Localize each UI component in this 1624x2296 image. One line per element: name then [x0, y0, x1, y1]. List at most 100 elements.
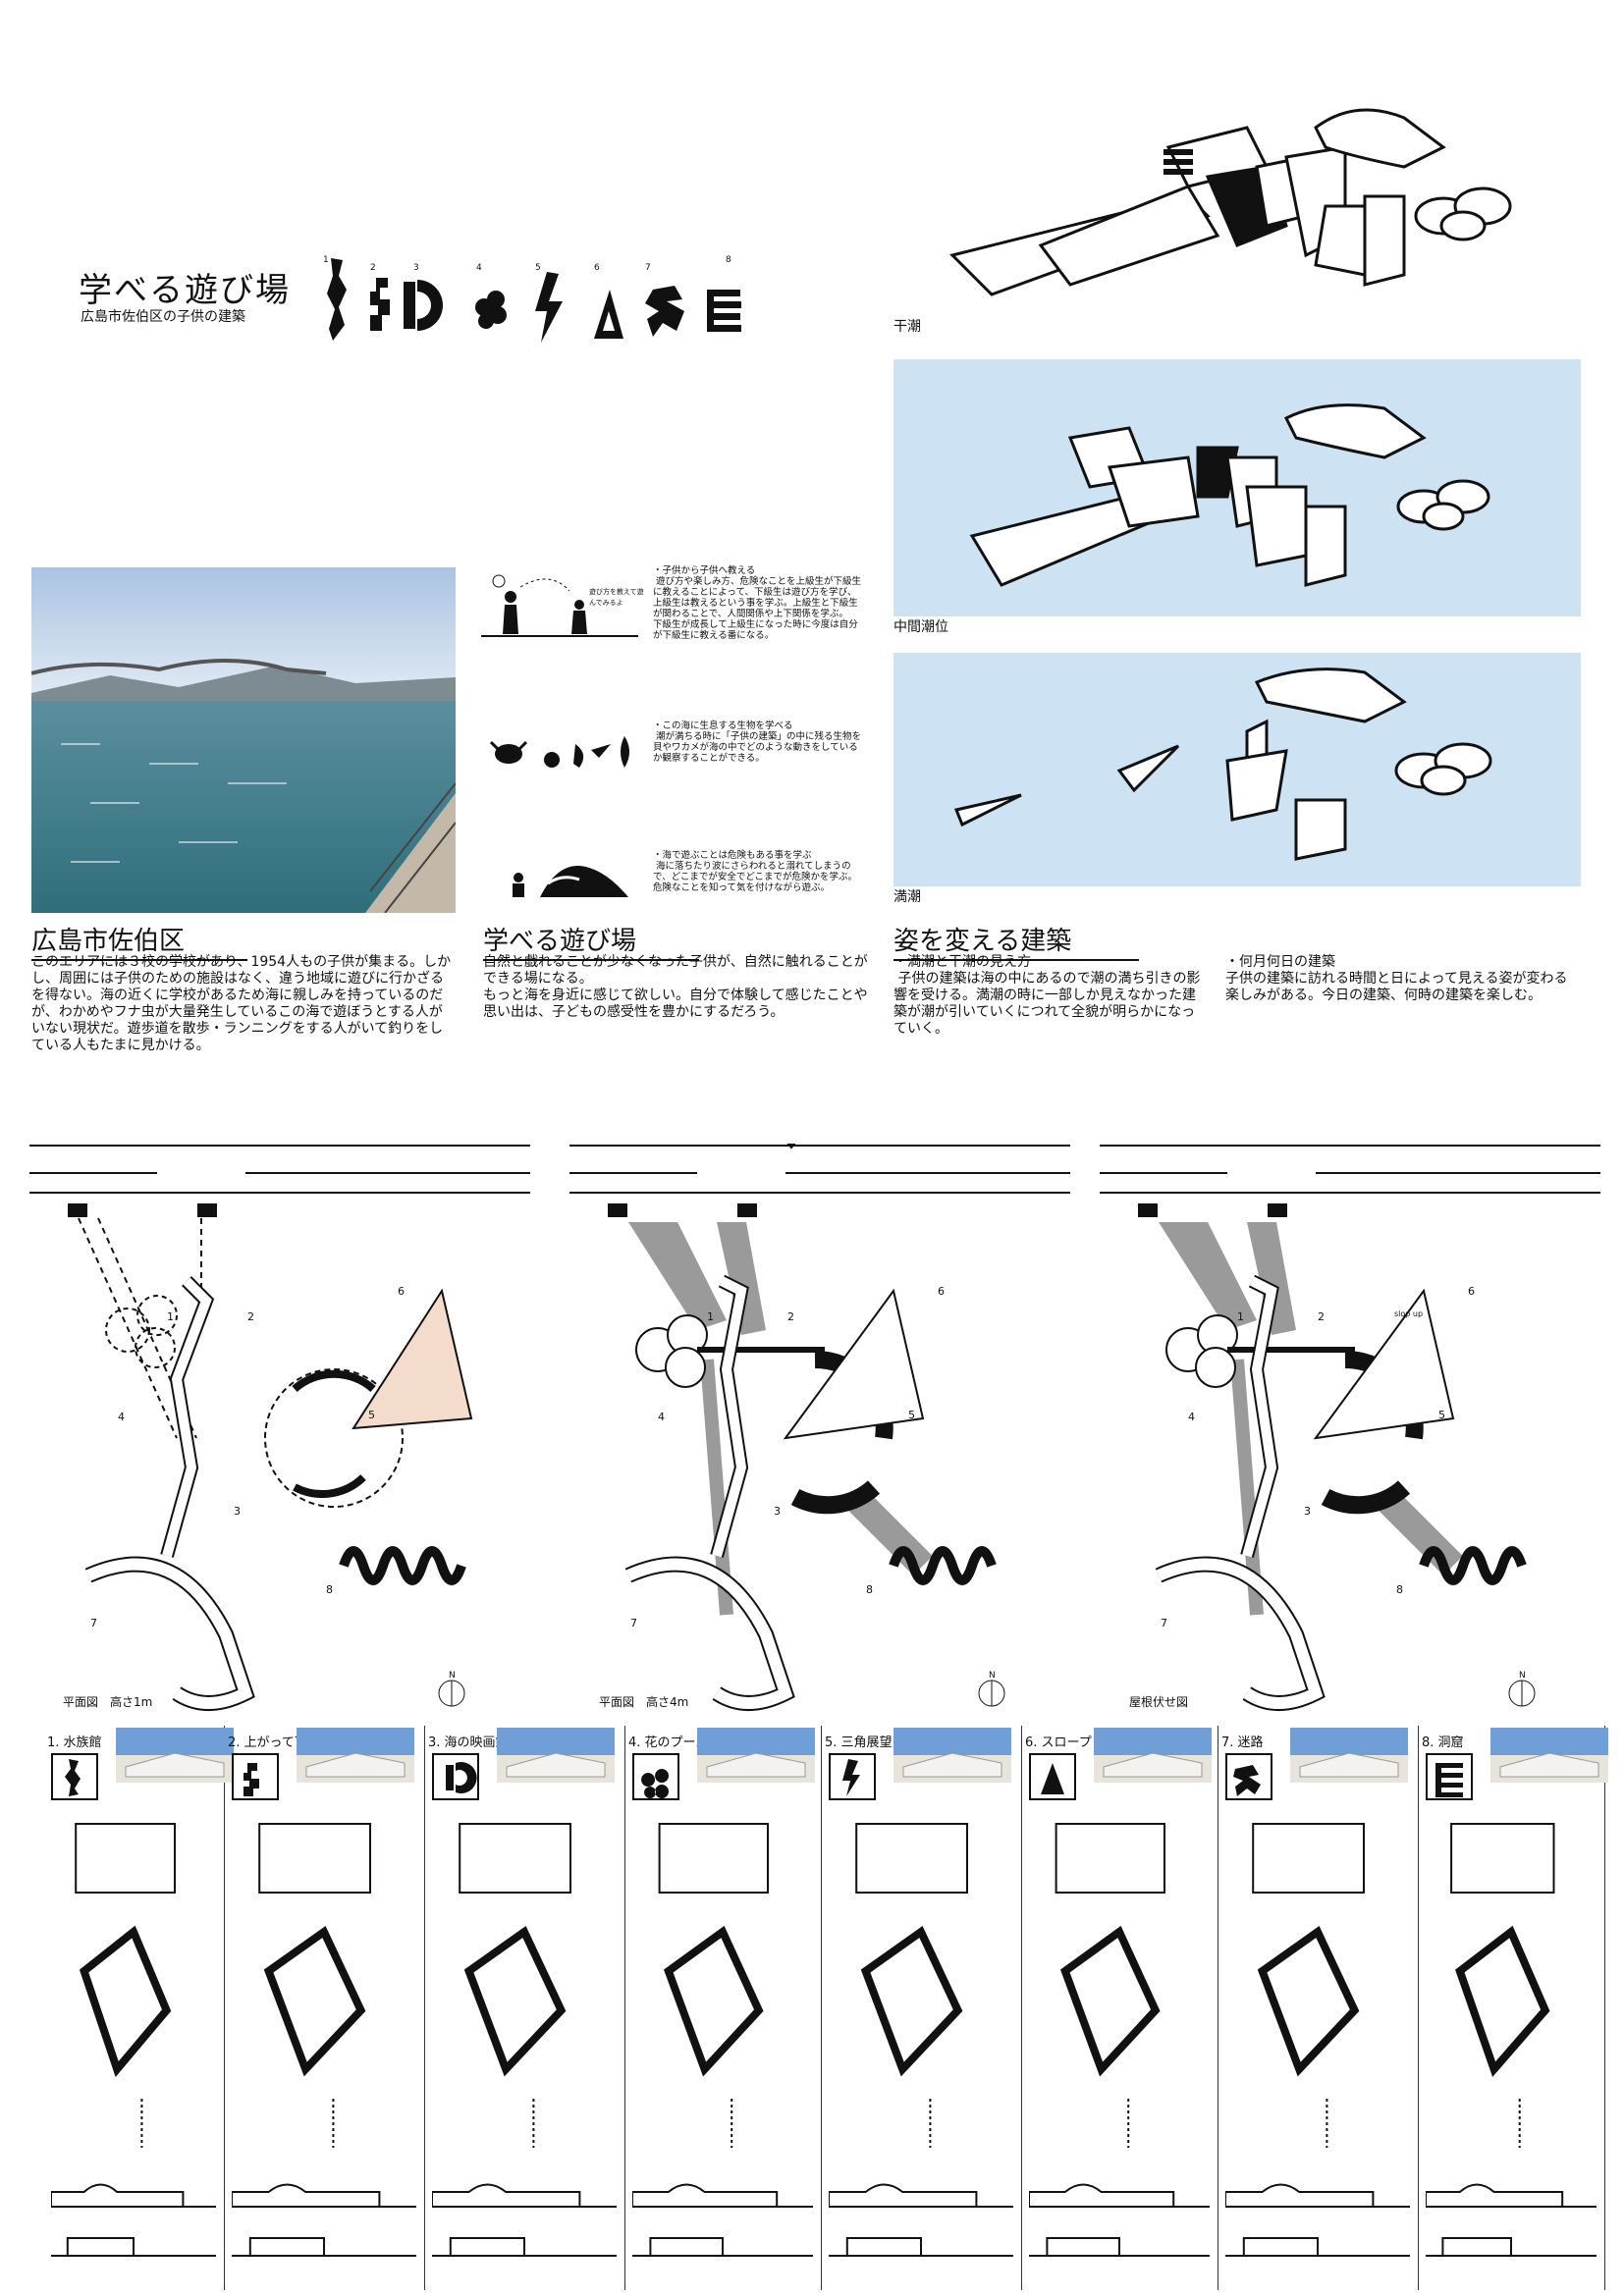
- plan2-label-1: 1: [707, 1310, 714, 1323]
- tile-drawings: [431, 1814, 617, 2279]
- icon-num-7: 7: [645, 263, 651, 273]
- icon-maze: [645, 286, 684, 337]
- plan1-label-5: 5: [368, 1409, 375, 1421]
- tile-label: 3. 海の映画館: [428, 1735, 509, 1750]
- icon-num-4: 4: [476, 263, 482, 273]
- change-body-2: ・何月何日の建築 子供の建築に訪れる時間と日によって見える姿が変わる楽しみがある…: [1225, 954, 1568, 1003]
- north-arrow-1: N: [438, 1671, 465, 1707]
- high-tide-caption: 満潮: [893, 889, 921, 905]
- mid-tide-axonometric: [969, 403, 1490, 587]
- tile-label: 4. 花のプール: [628, 1735, 709, 1750]
- north-arrow-2: N: [978, 1671, 1005, 1707]
- low-tide-axonometric: [949, 108, 1512, 296]
- program-tile-8: 8. 洞窟: [1418, 1726, 1608, 2290]
- program-tile-2: 2. 上がって下がる: [224, 1726, 425, 2290]
- tile-program-icon: [1225, 1753, 1272, 1800]
- icon-num-2: 2: [370, 263, 376, 273]
- icon-triangle-tower: [535, 272, 563, 343]
- tile-model-photo: [1290, 1728, 1408, 1783]
- tile-model-photo: [1094, 1728, 1212, 1783]
- low-tide-caption: 干潮: [893, 319, 921, 335]
- tile-drawings: [631, 1814, 813, 2279]
- plan2-label-4: 4: [658, 1411, 665, 1423]
- tile-program-icon: [829, 1753, 876, 1800]
- tide-panel-high: 満潮: [893, 653, 1581, 905]
- plan1-label-1: 1: [167, 1310, 174, 1323]
- tile-program-icon: [432, 1753, 479, 1800]
- svg-text:N: N: [1519, 1671, 1526, 1681]
- plan2-label-7: 7: [630, 1617, 637, 1629]
- tile-model-photo: [697, 1728, 815, 1783]
- plan3-label-3: 3: [1304, 1505, 1311, 1518]
- plan-caption-3: 屋根伏せ図: [1129, 1695, 1189, 1709]
- tile-label: 8. 洞窟: [1422, 1735, 1464, 1750]
- tile-model-photo: [893, 1728, 1011, 1783]
- story-pictogram-3: [501, 854, 638, 913]
- plan3-label-4: 4: [1188, 1411, 1195, 1423]
- program-icons-row: 1 2 3 4 5 6 7 8: [323, 255, 741, 343]
- north-arrow-3: N: [1508, 1671, 1536, 1707]
- program-tile-4: 4. 花のプール: [624, 1726, 822, 2290]
- tile-label: 1. 水族館: [47, 1735, 102, 1750]
- icon-aquarium: [327, 258, 347, 341]
- svg-text:N: N: [989, 1671, 996, 1681]
- plan-height-1m: 1 2 3 4 5 6 7 8 N: [29, 1145, 530, 1711]
- tile-label: 7. 迷路: [1221, 1735, 1264, 1750]
- story-1-bubble: 遊び方を教えて遊んでみるよ: [589, 588, 644, 607]
- plan1-label-2: 2: [247, 1310, 254, 1323]
- concept-body: 自然と戯れることが少なくなった子供が、自然に触れることができる場になる。 もっと…: [483, 954, 868, 1020]
- plan1-label-7: 7: [90, 1617, 97, 1629]
- story-pictogram-1: 遊び方を教えて遊んでみるよ: [481, 569, 644, 648]
- story-2-text: ・この海に生息する生物を学べる 潮が満ちる時に「子供の建築」の中に残る生物を貝や…: [653, 721, 862, 764]
- plan3-label-2: 2: [1318, 1310, 1325, 1323]
- icon-cave: [707, 290, 741, 332]
- program-tile-7: 7. 迷路: [1218, 1726, 1419, 2290]
- slope-note: slop up: [1394, 1309, 1423, 1318]
- plan2-label-2: 2: [787, 1310, 794, 1323]
- tile-program-icon: [51, 1753, 98, 1800]
- icon-num-6: 6: [594, 263, 600, 273]
- icon-num-1: 1: [323, 255, 329, 265]
- plan2-label-3: 3: [774, 1505, 781, 1518]
- svg-text:N: N: [449, 1671, 456, 1681]
- plan1-label-8: 8: [326, 1583, 333, 1596]
- page-title: 学べる遊び場: [79, 271, 291, 310]
- site-photo: [31, 567, 456, 913]
- tile-drawings: [1425, 1814, 1597, 2279]
- plan3-label-1: 1: [1237, 1310, 1244, 1323]
- tile-program-icon: [1029, 1753, 1076, 1800]
- icon-slope: [594, 290, 623, 339]
- change-heading: 姿を変える建築: [893, 921, 1139, 961]
- program-tile-5: 5. 三角展望台: [821, 1726, 1022, 2290]
- plan-caption-2: 平面図 高さ4m: [599, 1695, 689, 1709]
- plan1-label-6: 6: [398, 1285, 405, 1298]
- icon-cinema: [404, 280, 443, 331]
- change-body-1: ・満潮と干潮の見え方 子供の建築は海の中にあるので潮の満ち引きの影響を受ける。満…: [893, 954, 1201, 1037]
- tile-drawings: [1224, 1814, 1410, 2279]
- plan2-label-8: 8: [866, 1583, 873, 1596]
- tile-drawings: [50, 1814, 216, 2279]
- story-3-text: ・海で遊ぶことは危険もある事を学ぶ 海に落ちたり波にさらわれると溺れてしまうので…: [653, 850, 858, 893]
- story-1-text: ・子供から子供へ教える 遊び方や楽しみ方、危険なことを上級生が下級生に教えること…: [653, 565, 862, 641]
- page-subtitle: 広島市佐伯区の子供の建築: [81, 309, 245, 325]
- tile-program-icon: [632, 1753, 679, 1800]
- site-body: このエリアには３校の学校があり、1954人もの子供が集まる。しかし、周囲には子供…: [31, 954, 452, 1053]
- plan1-label-3: 3: [234, 1505, 241, 1518]
- tile-label: 6. スロープ: [1025, 1735, 1092, 1750]
- plan-roof: 1 2 3 4 5 6 7 8 slop up N: [1100, 1145, 1600, 1711]
- plan3-label-6: 6: [1468, 1285, 1475, 1298]
- icon-num-5: 5: [535, 263, 541, 273]
- tile-drawings: [1028, 1814, 1210, 2279]
- plan-caption-1: 平面図 高さ1m: [63, 1695, 153, 1709]
- plan3-label-5: 5: [1438, 1409, 1445, 1421]
- tide-panel-mid: 中間潮位: [893, 359, 1581, 635]
- plan3-label-7: 7: [1161, 1617, 1167, 1629]
- tile-program-icon: [1426, 1753, 1473, 1800]
- tile-model-photo: [1490, 1728, 1608, 1783]
- icon-updown: [370, 278, 390, 331]
- plan2-label-5: 5: [908, 1409, 915, 1421]
- icon-num-3: 3: [413, 263, 419, 273]
- tile-drawings: [828, 1814, 1013, 2279]
- concept-heading: 学べる遊び場: [483, 921, 699, 961]
- plan1-label-4: 4: [118, 1411, 125, 1423]
